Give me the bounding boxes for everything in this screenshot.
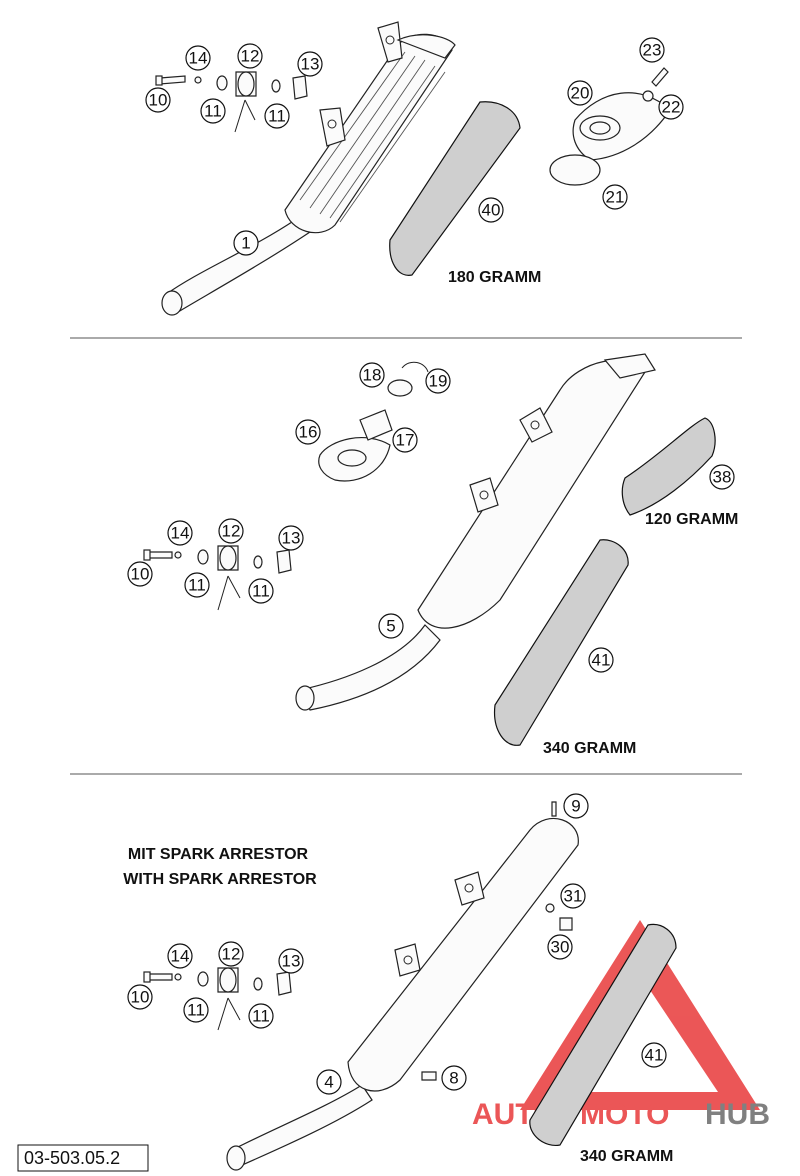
callout-label: 17 (396, 431, 415, 450)
callout-label: 13 (282, 952, 301, 971)
callout-label: 12 (241, 47, 260, 66)
diagram-code: 03-503.05.2 (24, 1148, 120, 1168)
callout-label: 14 (171, 947, 190, 966)
section-3 (143, 801, 677, 1171)
insert-41-a (493, 539, 629, 746)
weight-label-180: 180 GRAMM (448, 269, 541, 286)
mount-hardware-1 (155, 71, 308, 133)
callout-label: 13 (282, 529, 301, 548)
end-cap-1 (549, 67, 671, 186)
callout-label: 11 (188, 576, 206, 595)
mount-hardware-2 (143, 545, 292, 611)
callout-label: 23 (643, 41, 662, 60)
callout-label: 14 (171, 524, 190, 543)
weight-label-340-b: 340 GRAMM (580, 1148, 673, 1165)
callouts: 14 12 13 10 11 11 1 40 23 20 22 21 18 19… (127, 37, 735, 1095)
callout-label: 14 (189, 49, 208, 68)
callout-label: 19 (429, 372, 448, 391)
callout-label: 11 (187, 1001, 205, 1020)
insert-40 (389, 101, 521, 276)
callout-label: 12 (222, 522, 241, 541)
text-labels: 180 GRAMM 120 GRAMM 340 GRAMM 340 GRAMM … (17, 269, 738, 1172)
muffler-4 (226, 801, 579, 1171)
watermark-moto: MOTO (580, 1098, 669, 1131)
insert-41-b (529, 923, 677, 1147)
callout-label: 11 (252, 1007, 270, 1026)
diagram-code-box (17, 1144, 149, 1172)
callout-label: 22 (662, 98, 681, 117)
callout-label: 1 (241, 234, 250, 253)
section-1 (155, 21, 671, 316)
callout-label: 11 (268, 107, 286, 126)
callout-label: 11 (252, 582, 270, 601)
callout-label: 10 (131, 565, 150, 584)
muffler-1 (161, 21, 456, 316)
callout-label: 10 (131, 988, 150, 1007)
callout-label: 4 (324, 1073, 333, 1092)
insert-38 (621, 417, 716, 516)
callout-label: 10 (149, 91, 168, 110)
callout-label: 41 (645, 1046, 664, 1065)
callout-label: 20 (571, 84, 590, 103)
callout-label: 18 (363, 366, 382, 385)
weight-label-120: 120 GRAMM (645, 511, 738, 528)
callout-label: 38 (713, 468, 732, 487)
callout-label: 13 (301, 55, 320, 74)
callout-label: 9 (571, 797, 580, 816)
spark-arrestor-title-de: MIT SPARK ARRESTOR (128, 846, 309, 863)
callout-label: 40 (482, 201, 501, 220)
spark-arrestor-title-en: WITH SPARK ARRESTOR (123, 871, 317, 888)
callout-label: 30 (551, 938, 570, 957)
callout-label: 16 (299, 423, 318, 442)
weight-label-340-a: 340 GRAMM (543, 740, 636, 757)
callout-label: 11 (204, 102, 222, 121)
muffler-5 (295, 353, 656, 711)
end-cap-2 (318, 361, 429, 482)
callout-label: 21 (606, 188, 625, 207)
callout-label: 31 (564, 887, 583, 906)
callout-label: 41 (592, 651, 611, 670)
section-2 (143, 353, 716, 746)
mount-hardware-3 (143, 967, 292, 1031)
callout-label: 8 (449, 1069, 458, 1088)
watermark-hub: HUB (705, 1098, 770, 1131)
callout-label: 12 (222, 945, 241, 964)
callout-label: 5 (386, 617, 395, 636)
